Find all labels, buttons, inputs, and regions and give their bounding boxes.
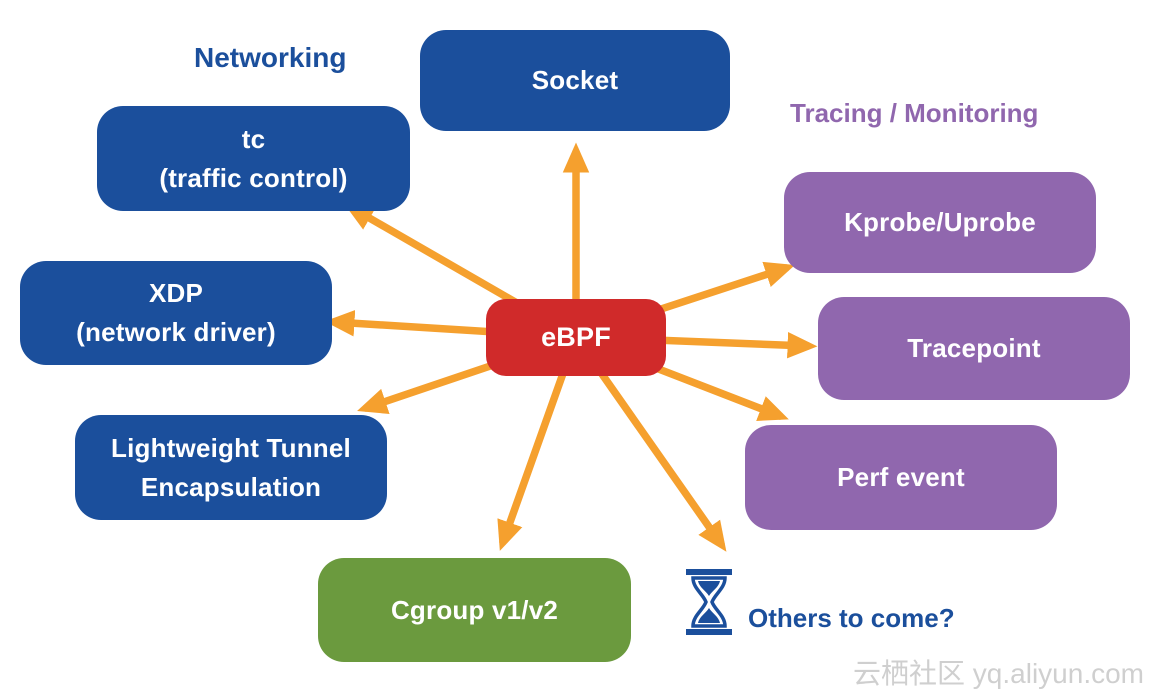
- section-label-tracing-monitoring: Tracing / Monitoring: [790, 98, 1039, 128]
- node-lightweight-tunnel-line2: Encapsulation: [140, 471, 322, 502]
- node-perf-event: Perf event: [745, 425, 1057, 530]
- node-tc-line1: tc: [241, 123, 266, 154]
- section-label-networking: Networking: [194, 42, 347, 73]
- node-ebpf-center: eBPF: [486, 299, 666, 376]
- watermark: 云栖社区 yq.aliyun.com: [853, 658, 1144, 689]
- node-xdp-line1: XDP: [148, 278, 204, 308]
- node-socket: Socket: [420, 30, 730, 131]
- node-lightweight-tunnel: Lightweight Tunnel Encapsulation: [75, 415, 387, 520]
- node-tracepoint: Tracepoint: [818, 297, 1130, 400]
- hourglass-icon: [686, 569, 732, 635]
- node-tc-line2: (traffic control): [159, 162, 348, 193]
- node-kprobe-uprobe: Kprobe/Uprobe: [784, 172, 1096, 273]
- node-perf-event-label: Perf event: [837, 462, 965, 492]
- node-xdp-line2: (network driver): [76, 317, 276, 347]
- others-to-come: Others to come?: [684, 568, 955, 636]
- others-to-come-label: Others to come?: [748, 603, 955, 633]
- node-cgroup: Cgroup v1/v2: [318, 558, 631, 662]
- node-socket-label: Socket: [531, 65, 619, 95]
- node-kprobe-uprobe-label: Kprobe/Uprobe: [844, 207, 1036, 237]
- node-tracepoint-label: Tracepoint: [907, 333, 1041, 363]
- node-cgroup-label: Cgroup v1/v2: [390, 594, 559, 625]
- node-lightweight-tunnel-line1: Lightweight Tunnel: [111, 432, 351, 463]
- node-ebpf-label: eBPF: [541, 322, 611, 353]
- node-xdp: XDP (network driver): [20, 261, 332, 365]
- node-tc: tc (traffic control): [97, 106, 410, 211]
